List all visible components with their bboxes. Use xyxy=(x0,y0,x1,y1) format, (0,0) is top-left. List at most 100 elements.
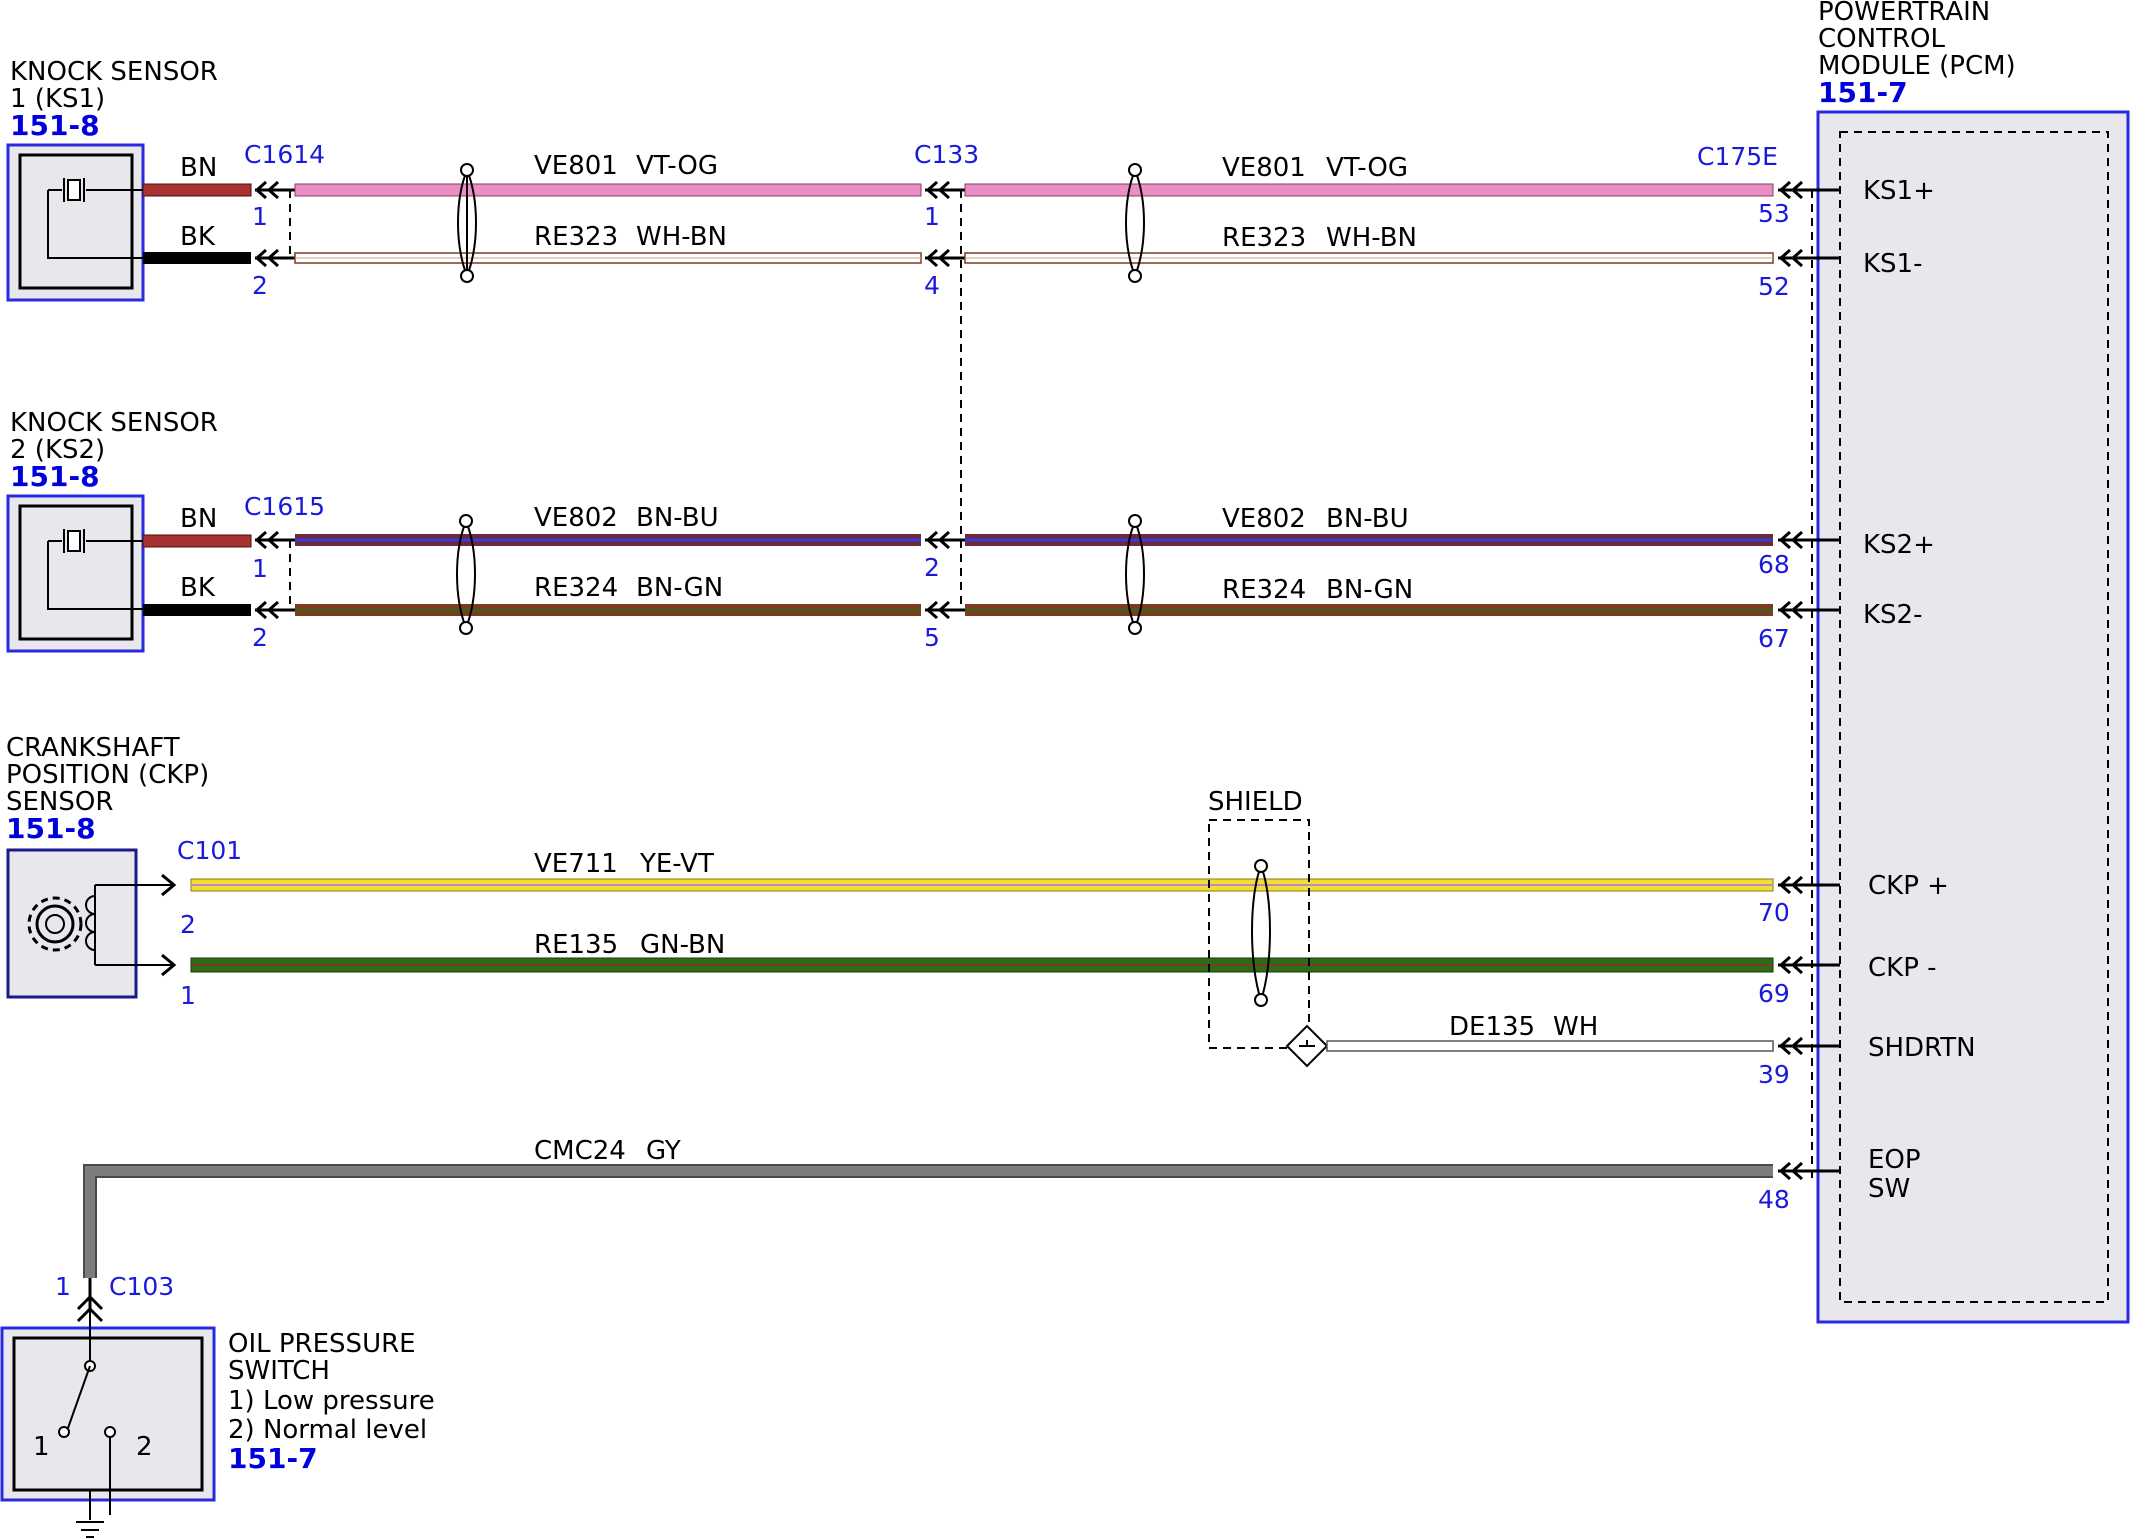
ks2-title-line1: KNOCK SENSOR xyxy=(10,408,218,438)
ops-inner xyxy=(12,1336,204,1492)
wire-ks1-plus: BN 1 VE801 VT-OG 1 VE801 VT-OG 53 KS1+ xyxy=(142,151,1935,231)
ks2p-circuit-left: VE802 xyxy=(534,503,618,533)
wire-ks2-plus: BN 1 VE802 BN-BU 2 VE802 BN-BU 68 KS2+ xyxy=(142,503,1935,583)
ks1m-pin-mid: 4 xyxy=(924,271,940,300)
ckpp-pcm-signal: CKP + xyxy=(1868,871,1949,901)
ks1-title-line1: KNOCK SENSOR xyxy=(10,57,218,87)
eop-pcm-signal-line2: SW xyxy=(1868,1174,1910,1204)
eop-circuit: CMC24 xyxy=(534,1136,626,1166)
ks2-bn-label: BN xyxy=(180,504,217,534)
pickup-coil-icon xyxy=(85,884,136,966)
pcm-inner-dashed xyxy=(1839,131,2109,1303)
wire-ks1-minus: BK 2 RE323 WH-BN 4 RE323 WH-BN 52 KS1- xyxy=(143,222,1922,301)
ks1m-color-left: WH-BN xyxy=(636,222,727,252)
knock-sensor-2: KNOCK SENSOR 2 (KS2) 151-8 xyxy=(6,408,218,653)
ops-title-line2: SWITCH xyxy=(228,1356,330,1386)
wire-ckp-minus: 1 RE135 GN-BN 69 CKP - xyxy=(136,930,1937,1010)
wire-eop-sw: CMC24 GY 1 48 EOP SW xyxy=(55,1136,1921,1323)
ks1-bk-label: BK xyxy=(180,222,216,252)
twist-marker xyxy=(1125,163,1145,283)
ops-ref: 151-7 xyxy=(228,1442,318,1475)
connector-c101: C101 xyxy=(177,836,242,865)
twist-marker xyxy=(457,163,477,283)
ks1m-circuit-right: RE323 xyxy=(1222,223,1306,253)
ks1m-pcm-pin: 52 xyxy=(1758,272,1790,301)
ks2m-color-right: BN-GN xyxy=(1326,575,1413,605)
pcm-title-line1: POWERTRAIN xyxy=(1818,0,1990,27)
twist-marker xyxy=(1125,514,1145,635)
ks2-bk-label: BK xyxy=(180,573,216,603)
pcm-box xyxy=(1816,110,2130,1324)
ks1p-pin-mid: 1 xyxy=(924,202,940,231)
ops-term2: 2 xyxy=(136,1432,153,1462)
ks2m-pcm-pin: 67 xyxy=(1758,624,1790,653)
pcm-title-line3: MODULE (PCM) xyxy=(1818,51,2016,81)
shd-circuit: DE135 xyxy=(1449,1012,1535,1042)
shd-color: WH xyxy=(1553,1012,1598,1042)
shield-label: SHIELD xyxy=(1208,787,1303,817)
ops-note2: 2) Normal level xyxy=(228,1415,427,1445)
ckp-ref: 151-8 xyxy=(6,812,96,845)
ks2m-pin-mid: 5 xyxy=(924,623,940,652)
ks1m-pcm-signal: KS1- xyxy=(1863,249,1922,279)
ckp-title-line1: CRANKSHAFT xyxy=(6,733,180,763)
ks1p-pcm-pin: 53 xyxy=(1758,199,1790,228)
ks1p-pcm-signal: KS1+ xyxy=(1863,176,1935,206)
shd-pcm-pin: 39 xyxy=(1758,1060,1790,1089)
ks2p-circuit-right: VE802 xyxy=(1222,504,1306,534)
ks1p-color-right: VT-OG xyxy=(1326,153,1408,183)
eop-pin-left: 1 xyxy=(55,1272,71,1301)
twist-marker xyxy=(456,514,476,635)
ks1m-pin-left: 2 xyxy=(252,271,268,300)
shield-box xyxy=(1208,819,1310,1049)
pcm-title-line2: CONTROL xyxy=(1818,24,1945,54)
ks2-title-line2: 2 (KS2) xyxy=(10,435,105,465)
ks2m-circuit-left: RE324 xyxy=(534,573,618,603)
wire-ks2-minus: BK 2 RE324 BN-GN 5 RE324 BN-GN 67 KS2- xyxy=(143,573,1922,653)
ckpp-circuit: VE711 xyxy=(534,849,618,879)
wire-shield-return: DE135 WH 39 SHDRTN xyxy=(1326,1012,1976,1089)
ks1p-circuit-right: VE801 xyxy=(1222,153,1306,183)
ks1-bn-label: BN xyxy=(180,153,217,183)
ckpp-color: YE-VT xyxy=(639,849,714,879)
ks2m-pin-left: 2 xyxy=(252,623,268,652)
ks1p-circuit-left: VE801 xyxy=(534,151,618,181)
eop-pcm-signal-line1: EOP xyxy=(1868,1145,1921,1175)
pcm-ref: 151-7 xyxy=(1818,76,1908,109)
ckpm-circuit: RE135 xyxy=(534,930,618,960)
connector-c1615: C1615 xyxy=(244,492,325,521)
ckp-sensor: CRANKSHAFT POSITION (CKP) SENSOR 151-8 xyxy=(6,733,209,999)
ks2m-circuit-right: RE324 xyxy=(1222,575,1306,605)
ks2p-pin-mid: 2 xyxy=(924,553,940,582)
ks2p-color-right: BN-BU xyxy=(1326,504,1409,534)
ks1m-color-right: WH-BN xyxy=(1326,223,1417,253)
ks2m-pcm-signal: KS2- xyxy=(1863,600,1922,630)
oil-pressure-switch: 1 2 OIL PRESSURE SWITCH 1) Low pressure … xyxy=(0,1312,435,1538)
ks2p-pcm-pin: 68 xyxy=(1758,550,1790,579)
ops-term1: 1 xyxy=(33,1432,50,1462)
gear-icon xyxy=(27,896,83,952)
connector-c175e: C175E xyxy=(1697,142,1778,171)
shield-drain-icon xyxy=(1285,1024,1329,1068)
wire-ckp-plus: 2 VE711 YE-VT 70 CKP + xyxy=(136,849,1949,939)
ks2p-pcm-signal: KS2+ xyxy=(1863,530,1935,560)
connector-c133: C133 xyxy=(914,140,979,169)
ks2-inner xyxy=(18,504,134,641)
switch-icon xyxy=(58,1312,116,1515)
ckpm-color: GN-BN xyxy=(640,930,725,960)
ks2-ref: 151-8 xyxy=(10,460,100,493)
ground-icon xyxy=(76,1490,104,1538)
ks1p-pin-left: 1 xyxy=(252,202,268,231)
connector-c1614: C1614 xyxy=(244,140,325,169)
ops-title-line1: OIL PRESSURE xyxy=(228,1329,416,1359)
ckp-shield: SHIELD xyxy=(1208,787,1329,1068)
ks2p-color-left: BN-BU xyxy=(636,503,719,533)
eop-pcm-pin: 48 xyxy=(1758,1185,1790,1214)
ckpp-pin-left: 2 xyxy=(180,910,196,939)
ckpm-pcm-signal: CKP - xyxy=(1868,953,1937,983)
ckpp-pcm-pin: 70 xyxy=(1758,898,1790,927)
connector-c103: C103 xyxy=(109,1272,174,1301)
pcm-module: POWERTRAIN CONTROL MODULE (PCM) 151-7 xyxy=(1816,0,2130,1324)
ckp-title-line2: POSITION (CKP) xyxy=(6,760,209,790)
